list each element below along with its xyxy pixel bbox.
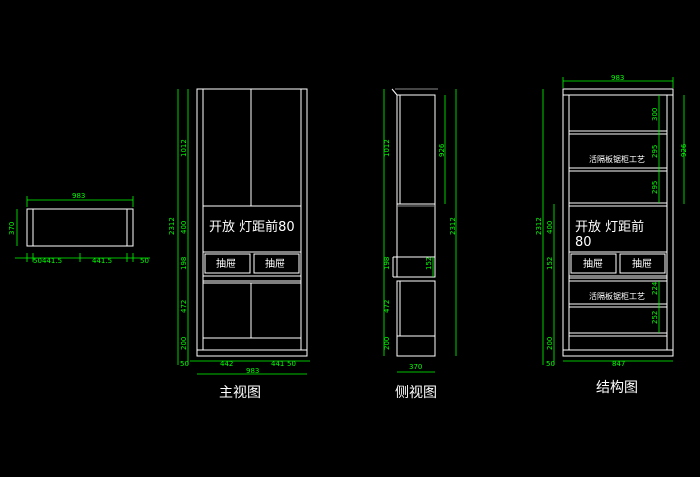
structure-h-300: 300 [651,108,659,121]
structure-h-400: 400 [546,221,554,234]
front-h-200: 200 [180,337,188,350]
front-h-2312: 2312 [168,217,176,235]
structure-h-295b: 295 [651,181,659,194]
structure-w-983: 983 [611,74,624,82]
structure-h-152: 152 [546,257,554,270]
front-drawer-left [204,253,251,274]
front-drawer-right-label: 抽屉 [265,257,285,270]
structure-shelf-1 [568,130,668,135]
front-upper-door-left [202,88,252,207]
plan-left-label: 50 [33,257,42,265]
plan-mid1-label: 441.5 [42,257,62,265]
front-h-50: 50 [180,360,189,368]
side-h-2312: 2312 [449,217,457,235]
structure-h-252: 252 [651,311,659,324]
structure-outline [562,88,674,357]
side-plinth [396,335,436,357]
side-h-198: 198 [383,257,391,270]
structure-shelf-2 [568,167,668,172]
side-h-926: 926 [438,143,446,157]
structure-h-224: 224 [651,281,659,295]
structure-drawer-band [568,251,668,277]
structure-h-2312: 2312 [535,217,543,235]
front-view: 开放 灯距前80 抽屉 抽屉 2312 1012 400 198 472 200… [168,88,310,401]
front-h-198: 198 [180,257,188,270]
structure-shelf-4 [568,277,668,282]
side-cornice [391,88,398,96]
front-h-400: 400 [180,221,188,234]
front-upper-door-right [250,88,302,207]
front-drawer-left-label: 抽屉 [216,257,236,270]
front-w-50: 50 [287,360,296,368]
front-w-983: 983 [246,367,259,375]
side-h-1012: 1012 [383,139,391,157]
front-drawer-right [253,253,300,274]
side-h-472: 472 [383,300,391,313]
side-drawer [396,256,436,278]
structure-h-200: 200 [546,337,554,350]
structure-w-847: 847 [612,360,625,368]
side-view-caption: 侧视图 [395,385,437,401]
front-lower-door-left [202,282,252,339]
structure-shelf-note-bottom: 活隔板锯柜工艺 [589,291,645,301]
front-h-1012: 1012 [180,139,188,157]
structure-drawer-left [570,253,617,274]
structure-h-295: 295 [651,145,659,158]
plan-depth-label: 370 [8,222,16,235]
plan-view: 983 370 50 441.5 441.5 50 [8,192,150,265]
front-lower-door-right [250,282,302,339]
front-w-442: 442 [220,360,233,368]
structure-view: 活隔板锯柜工艺 开放 灯距前 80 抽屉 抽屉 活隔板锯柜工艺 983 300 … [535,74,688,396]
structure-view-caption: 结构图 [596,380,638,396]
front-h-472: 472 [180,300,188,313]
side-lower-cabinet [396,280,436,337]
structure-shelf-6 [568,332,668,337]
structure-drawer-left-label: 抽屉 [583,257,603,270]
structure-drawer-right [619,253,666,274]
plan-outline [26,208,134,247]
plan-mid2-label: 441.5 [92,257,112,265]
front-view-caption: 主视图 [219,385,261,401]
side-view: 1012 926 2312 198 152 472 200 370 侧视图 [383,88,457,401]
structure-drawer-right-label: 抽屉 [632,257,652,270]
structure-shelf-note-top: 活隔板锯柜工艺 [589,154,645,164]
structure-shelf-3 [568,202,668,207]
side-open-section [396,203,436,258]
side-w-370: 370 [409,363,422,371]
structure-shelf-5 [568,303,668,308]
structure-h-50: 50 [546,360,555,368]
structure-open-note-line1: 开放 灯距前 [575,219,644,235]
side-upper-cabinet [396,94,436,205]
side-h-200: 200 [383,337,391,350]
side-h-152: 152 [425,257,433,270]
front-drawer-band [202,251,302,277]
plan-right-label: 50 [140,257,149,265]
front-open-note: 开放 灯距前80 [209,219,295,235]
structure-h-926: 926 [680,143,688,157]
structure-open-note-line2: 80 [575,235,592,250]
plan-width-label: 983 [72,192,85,200]
front-w-441: 441 [271,360,284,368]
